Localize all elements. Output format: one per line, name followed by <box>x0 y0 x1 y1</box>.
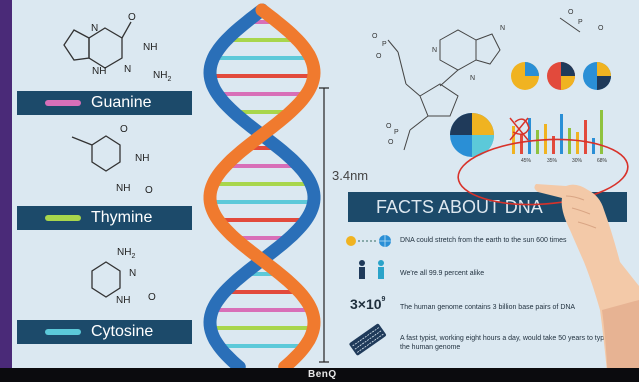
brand-logo: BenQ <box>308 369 337 380</box>
svg-text:O: O <box>376 53 382 60</box>
fact-item-2: We're all 99.9 percent alike <box>400 270 485 277</box>
guanine-n-left: N <box>91 23 98 34</box>
dna-globe-icon <box>346 235 391 247</box>
thymine-label: Thymine <box>91 209 153 226</box>
bar <box>592 138 595 154</box>
guanine-nh-left: NH <box>92 66 106 77</box>
svg-text:O: O <box>372 33 378 40</box>
thymine-label-bar: Thymine <box>17 206 192 230</box>
svg-text:O: O <box>386 123 392 130</box>
pie-3 <box>583 62 611 90</box>
svg-text:O: O <box>568 9 574 16</box>
cytosine-label-bar: Cytosine <box>17 320 192 344</box>
bar <box>584 120 587 154</box>
bar <box>568 128 571 154</box>
red-scribble-annotation <box>509 117 530 141</box>
cytosine-capsule-icon <box>45 329 81 335</box>
percent-label-1: 45% <box>521 158 532 164</box>
monitor-bezel <box>0 368 639 382</box>
svg-text:P: P <box>394 129 399 136</box>
guanine-capsule-icon <box>45 100 81 106</box>
helix-strand-orange <box>203 3 321 374</box>
svg-text:N: N <box>500 25 505 32</box>
thymine-o: O <box>120 124 128 135</box>
fact-item-3: The human genome contains 3 billion base… <box>400 304 576 311</box>
bar <box>528 118 531 154</box>
percent-label-4: 68% <box>597 158 608 164</box>
guanine-n-right: N <box>124 64 131 75</box>
thymine-nh: NH <box>135 153 149 164</box>
helix-strand-blue <box>203 3 321 374</box>
svg-text:N: N <box>470 75 475 82</box>
guanine-nh2: NH2 <box>153 70 171 83</box>
bar <box>520 134 523 154</box>
percent-label-3: 30% <box>572 158 583 164</box>
bar <box>536 130 539 154</box>
fact-item-1: DNA could stretch from the earth to the … <box>400 237 567 244</box>
large-pie <box>450 113 494 157</box>
svg-text:O: O <box>388 139 394 146</box>
guanine-label: Guanine <box>91 94 152 111</box>
guanine-label-bar: Guanine <box>17 91 192 115</box>
bar <box>576 132 579 154</box>
three-billion-exponent: 9 <box>381 296 386 303</box>
thymine-nh-bottom: NH <box>116 183 130 194</box>
bar <box>512 126 515 154</box>
guanine-o: O <box>128 12 136 23</box>
fact-item-4: A fast typist, working eight hours a day… <box>400 335 620 351</box>
bar <box>560 114 563 154</box>
helix-height-label: 3.4nm <box>332 168 369 183</box>
pie-1 <box>511 62 539 90</box>
guanine-nh-top: NH <box>143 42 157 53</box>
svg-text:O: O <box>598 25 604 32</box>
percent-label-2: 35% <box>547 158 558 164</box>
pie-2 <box>547 62 575 90</box>
thymine-capsule-icon <box>45 215 81 221</box>
cytosine-nh2: NH2 <box>117 247 135 260</box>
three-billion-icon: 3×109 <box>350 296 385 312</box>
bar <box>600 110 603 154</box>
cytosine-label: Cytosine <box>91 323 154 340</box>
thymine-o2: O <box>145 185 153 196</box>
cytosine-o: O <box>148 292 156 303</box>
cytosine-nh: NH <box>116 295 130 306</box>
svg-text:P: P <box>382 41 387 48</box>
facts-title: FACTS ABOUT DNA <box>376 196 543 217</box>
three-billion-badge: 3×10 <box>350 296 382 312</box>
cytosine-n: N <box>129 268 136 279</box>
svg-text:N: N <box>432 47 437 54</box>
people-icon <box>359 260 384 279</box>
svg-text:P: P <box>578 19 583 26</box>
red-circle-annotation <box>457 138 629 206</box>
bar <box>552 136 555 154</box>
keyboard-icon <box>349 323 386 356</box>
facts-title-bar: FACTS ABOUT DNA <box>348 192 627 222</box>
